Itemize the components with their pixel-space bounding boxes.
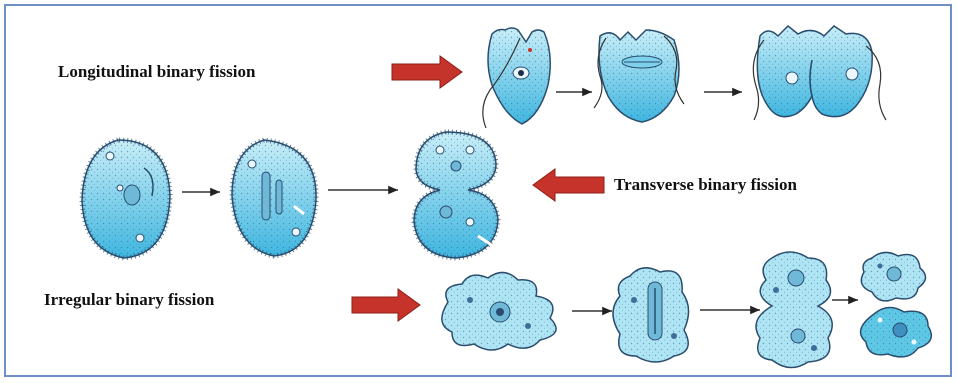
euglena-stage-2 xyxy=(594,30,684,122)
amoeba-stage-2 xyxy=(613,268,689,362)
euglena-stage-3 xyxy=(753,26,886,120)
red-arrow-longitudinal xyxy=(392,56,462,88)
red-arrow-transverse xyxy=(533,169,604,201)
paramecium-stage-1 xyxy=(82,140,170,258)
amoeba-stage-4 xyxy=(861,252,932,356)
paramecium-stage-2 xyxy=(232,140,316,256)
amoeba-stage-3 xyxy=(756,252,832,368)
amoeba-stage-1 xyxy=(442,272,556,350)
red-arrow-irregular xyxy=(352,289,420,321)
euglena-stage-1 xyxy=(483,28,550,128)
paramecium-stage-3 xyxy=(414,132,498,258)
